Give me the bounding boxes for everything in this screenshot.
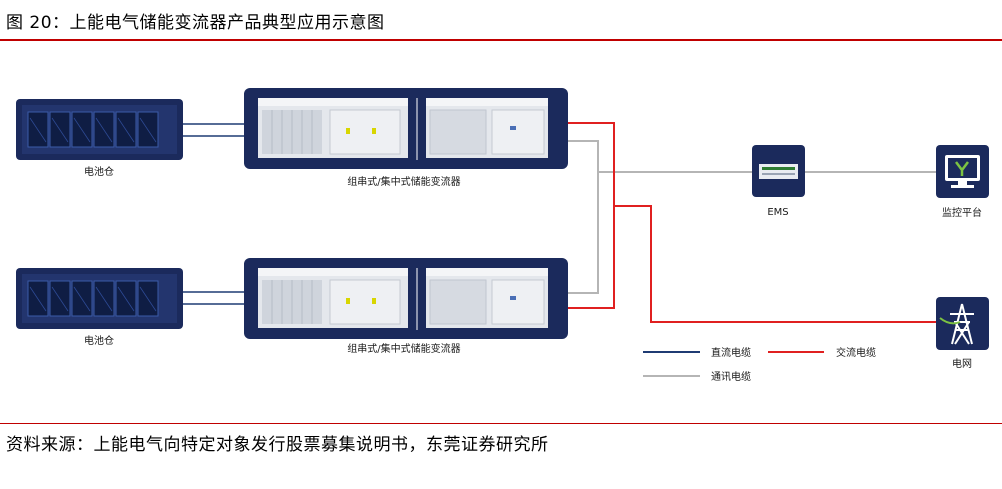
battery-bottom-label: 电池仓 <box>84 334 114 347</box>
battery-top-label: 电池仓 <box>84 165 114 178</box>
comm-cables <box>568 140 936 294</box>
pcs-bottom-label: 组串式/集中式储能变流器 <box>347 342 460 355</box>
battery-container-top <box>16 99 183 160</box>
battery-container-bottom <box>16 268 183 329</box>
source-divider <box>0 423 1002 424</box>
dc-cables <box>183 123 246 305</box>
grid-label: 电网 <box>952 357 972 370</box>
legend-comm-label: 通讯电缆 <box>711 370 751 383</box>
legend-ac-label: 交流电缆 <box>836 346 876 359</box>
legend-dc-label: 直流电缆 <box>711 346 751 359</box>
legend: 直流电缆 交流电缆 通讯电缆 <box>643 346 876 383</box>
figure-title: 图 20：上能电气储能变流器产品典型应用示意图 <box>6 13 385 33</box>
pcs-unit-top <box>244 88 568 169</box>
title-divider <box>0 39 1002 41</box>
power-grid-icon <box>936 297 989 350</box>
ems-icon <box>752 145 805 197</box>
ems-label: EMS <box>767 207 788 218</box>
monitor-icon <box>936 145 989 198</box>
pcs-top-label: 组串式/集中式储能变流器 <box>347 175 460 188</box>
figure-source: 资料来源：上能电气向特定对象发行股票募集说明书，东莞证券研究所 <box>6 435 549 455</box>
monitor-label: 监控平台 <box>942 206 982 219</box>
pcs-unit-bottom <box>244 258 568 339</box>
ac-cables <box>568 122 936 323</box>
